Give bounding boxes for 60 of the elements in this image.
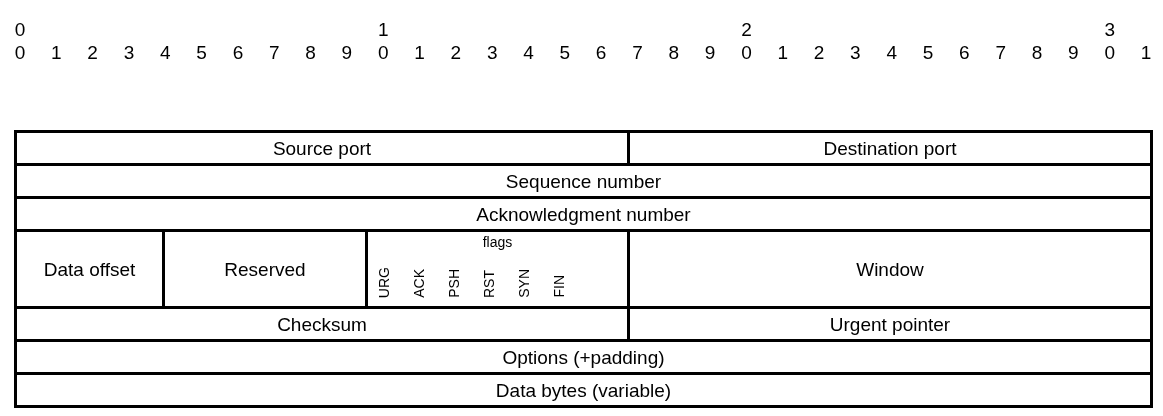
field-label: Options (+padding)	[502, 347, 665, 367]
flag-label: FIN	[549, 275, 568, 298]
bit-number: 1	[414, 43, 425, 62]
field-label: Urgent pointer	[829, 314, 951, 334]
bit-number: 1	[777, 43, 789, 62]
bit-number: 1	[377, 20, 389, 39]
bit-number: 0	[14, 20, 26, 39]
bit-number: 5	[196, 43, 207, 62]
flag-label: ACK	[409, 269, 428, 298]
flag-label: URG	[374, 266, 393, 298]
bit-number: 3	[486, 43, 498, 62]
field-label: Sequence number	[505, 171, 662, 191]
field-label: Reserved	[224, 259, 306, 279]
bit-number: 0	[14, 43, 26, 62]
field-label: Data offset	[43, 259, 136, 279]
flag-label: PSH	[444, 269, 463, 298]
field-label: Data bytes (variable)	[495, 380, 672, 400]
header-field	[14, 372, 1153, 408]
bit-number: 8	[305, 43, 316, 62]
bit-number: 0	[741, 43, 752, 62]
bit-number: 8	[1031, 43, 1043, 62]
header-field	[627, 130, 1153, 166]
bit-number: 3	[850, 43, 861, 62]
bit-number: 4	[160, 43, 171, 62]
bit-number: 0	[377, 43, 389, 62]
bit-number: 2	[813, 43, 825, 62]
header-field	[14, 163, 1153, 199]
bit-number: 1	[1140, 43, 1152, 62]
header-field	[14, 130, 630, 166]
header-field	[14, 196, 1153, 232]
bit-number: 5	[559, 43, 571, 62]
field-label: Window	[856, 259, 924, 279]
bit-number: 4	[523, 43, 534, 62]
bit-number: 0	[1104, 43, 1115, 62]
bit-number: 7	[268, 43, 280, 62]
field-label: Destination port	[823, 138, 957, 158]
bit-number: 6	[959, 43, 970, 62]
bit-number: 4	[886, 43, 897, 62]
bit-number: 7	[995, 43, 1006, 62]
flag-label: RST	[479, 270, 498, 298]
flag-label: SYN	[514, 269, 533, 298]
bit-number: 1	[51, 43, 62, 62]
field-label: Source port	[272, 138, 372, 158]
bit-number: 6	[595, 43, 607, 62]
bit-number: 7	[632, 43, 643, 62]
bit-number: 6	[232, 43, 244, 62]
field-label: Checksum	[277, 314, 367, 334]
field-label: flags	[482, 235, 513, 249]
field-label: Acknowledgment number	[476, 204, 691, 224]
bit-number: 9	[704, 43, 716, 62]
bit-number: 2	[87, 43, 98, 62]
bit-number: 3	[123, 43, 135, 62]
bit-number: 9	[1068, 43, 1079, 62]
bit-number: 2	[450, 43, 462, 62]
bit-number: 2	[741, 20, 752, 39]
bit-number: 3	[1104, 20, 1115, 39]
bit-number: 8	[668, 43, 680, 62]
bit-number: 9	[341, 43, 353, 62]
header-field	[14, 339, 1153, 375]
bit-number: 5	[922, 43, 934, 62]
